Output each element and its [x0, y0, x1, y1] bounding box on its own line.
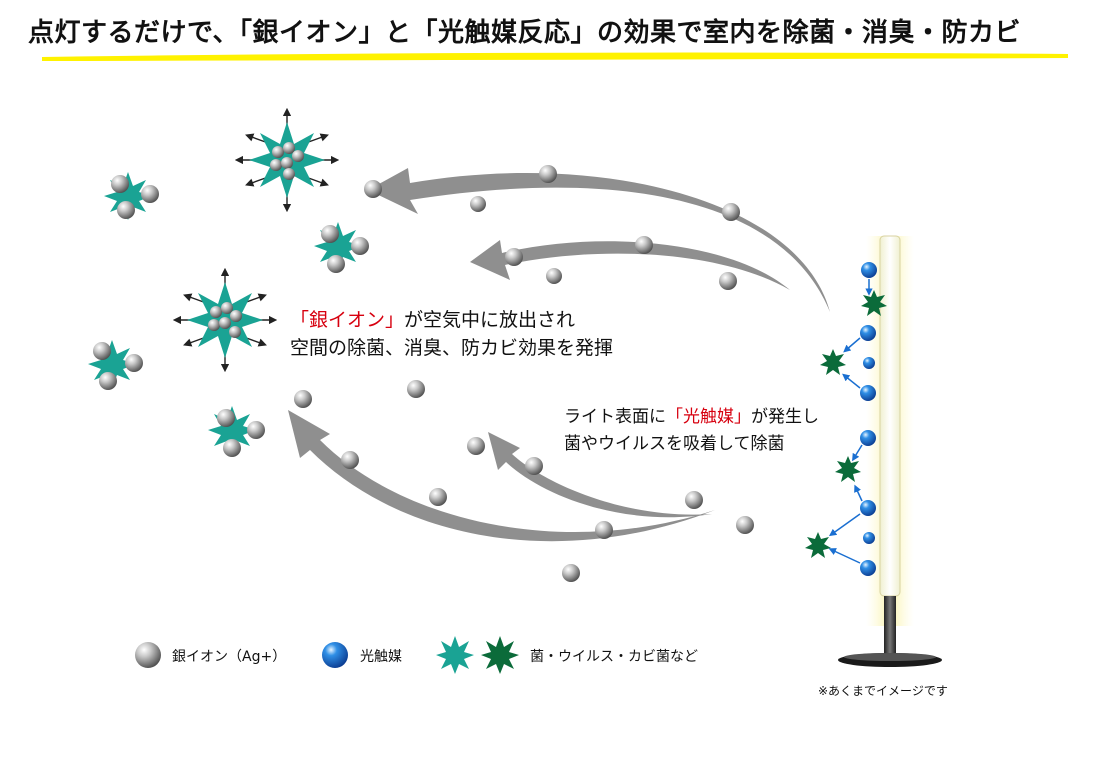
photocatalyst-ball: [861, 262, 877, 278]
silver-ion-highlight: 「銀イオン」: [290, 309, 405, 331]
silver-ion: [539, 165, 557, 183]
silver-ion: [722, 203, 740, 221]
photocatalyst-ball: [860, 430, 876, 446]
germ-cluster: [208, 406, 265, 457]
disclaimer-note: ※あくまでイメージです: [818, 684, 948, 698]
silver-ion: [429, 488, 447, 506]
photocatalyst-text: ライト表面に: [564, 407, 666, 427]
germ-burst: [234, 107, 340, 213]
silver-ion: [595, 521, 613, 539]
lamp-pole: [884, 596, 896, 654]
photocatalyst-text-rest: が発生し: [751, 407, 819, 427]
germ-burst: [172, 267, 278, 373]
silver-ion: [407, 380, 425, 398]
legend-photocatalyst-label: 光触媒: [360, 649, 402, 665]
photocatalyst-ball: [860, 560, 876, 576]
silver-ion: [719, 272, 737, 290]
photocatalyst-message: ライト表面に「光触媒」が発生し 菌やウイルスを吸着して除菌: [564, 404, 819, 458]
legend-silver-ion-icon: [135, 642, 161, 668]
lamp-tube: [879, 235, 901, 597]
photocatalyst-ball: [860, 500, 876, 516]
arrow-upper-1: [368, 168, 830, 312]
lamp-germs: [805, 290, 887, 558]
silver-ion: [736, 516, 754, 534]
silver-ion: [685, 491, 703, 509]
lamp: [838, 235, 942, 667]
silver-ion: [562, 564, 580, 582]
capture-arrows: [828, 279, 873, 564]
silver-ion: [294, 390, 312, 408]
photocatalyst-ball: [863, 357, 875, 369]
legend-silver-ion-label: 銀イオン（Ag+）: [172, 649, 287, 665]
photocatalyst-text-line2: 菌やウイルスを吸着して除菌: [564, 434, 785, 454]
legend-germs-label: 菌・ウイルス・カビ菌など: [530, 649, 698, 665]
photocatalyst-ball: [860, 385, 876, 401]
silver-ion: [525, 457, 543, 475]
photocatalyst-ball: [860, 325, 876, 341]
silver-ion-message: 「銀イオン」が空気中に放出され 空間の除菌、消臭、防カビ効果を発揮: [290, 306, 613, 362]
silver-ion: [470, 196, 486, 212]
silver-ion: [505, 248, 523, 266]
legend-germ-green-icon: [481, 636, 519, 674]
silver-ion-text-line2: 空間の除菌、消臭、防カビ効果を発揮: [290, 337, 614, 359]
title-underline: [42, 52, 1068, 61]
silver-ion: [364, 180, 382, 198]
germ-cluster: [104, 172, 159, 220]
germ-icon: [835, 456, 861, 482]
legend-symbols: [135, 636, 519, 674]
germ-cluster: [88, 340, 143, 390]
legend-germ-teal-icon: [436, 636, 474, 674]
silver-ion: [546, 268, 562, 284]
photocatalyst-particles: [860, 262, 877, 576]
silver-ion: [467, 437, 485, 455]
silver-ion: [635, 236, 653, 254]
silver-ions: [294, 165, 754, 582]
photocatalyst-highlight: 「光触媒」: [666, 407, 751, 427]
silver-ion: [341, 451, 359, 469]
germ-icon: [861, 290, 887, 316]
legend-photocatalyst-icon: [322, 642, 348, 668]
germ-icon: [820, 349, 846, 375]
arrow-upper-2: [470, 240, 790, 290]
germ-icon: [805, 532, 831, 558]
silver-ion-text: が空気中に放出され: [404, 309, 576, 331]
page-title: 点灯するだけで、「銀イオン」と「光触媒反応」の効果で室内を除菌・消臭・防カビ: [28, 18, 1021, 48]
germ-cluster: [314, 222, 369, 273]
photocatalyst-ball: [863, 532, 875, 544]
